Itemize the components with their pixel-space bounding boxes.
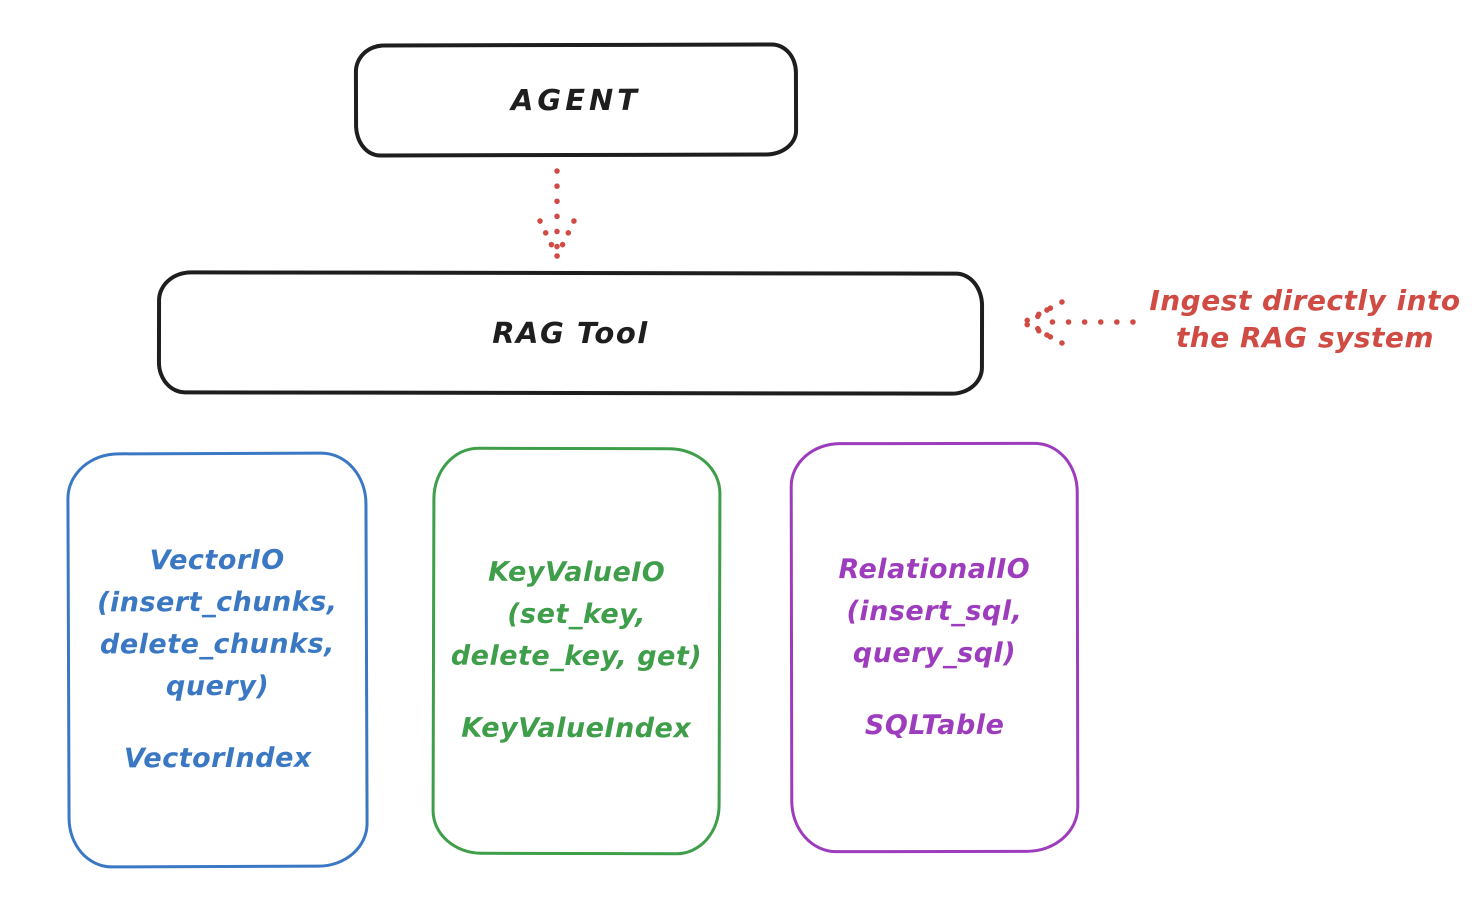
vector-io-box: VectorIO(insert_chunks,delete_chunks,que… <box>66 451 369 869</box>
ingest-annotation-line-1: Ingest directly into <box>1149 284 1461 317</box>
relational-io-methods: RelationalIO(insert_sql,query_sql) <box>838 553 1031 669</box>
ingest-annotation: Ingest directly into the RAG system <box>1135 282 1475 356</box>
vector-io-index-label: VectorIndex <box>123 742 312 775</box>
ingest-into-rag-arrow <box>1023 299 1136 346</box>
agent-to-rag-arrow <box>537 168 577 259</box>
agent-label: AGENT <box>510 82 642 118</box>
relational-io-box: RelationalIO(insert_sql,query_sql) SQLTa… <box>789 441 1080 854</box>
agent-box: AGENT <box>353 42 799 158</box>
keyvalue-io-methods: KeyValueIO(set_key,delete_key, get) <box>450 556 703 673</box>
vector-io-methods: VectorIO(insert_chunks,delete_chunks,que… <box>97 544 338 703</box>
keyvalue-io-box: KeyValueIO(set_key,delete_key, get) KeyV… <box>431 446 722 856</box>
ingest-annotation-line-2: the RAG system <box>1175 321 1435 354</box>
rag-tool-box: RAG Tool <box>156 270 985 396</box>
rag-tool-label: RAG Tool <box>492 315 649 351</box>
keyvalue-io-index-label: KeyValueIndex <box>461 712 692 745</box>
relational-io-index-label: SQLTable <box>864 709 1005 741</box>
